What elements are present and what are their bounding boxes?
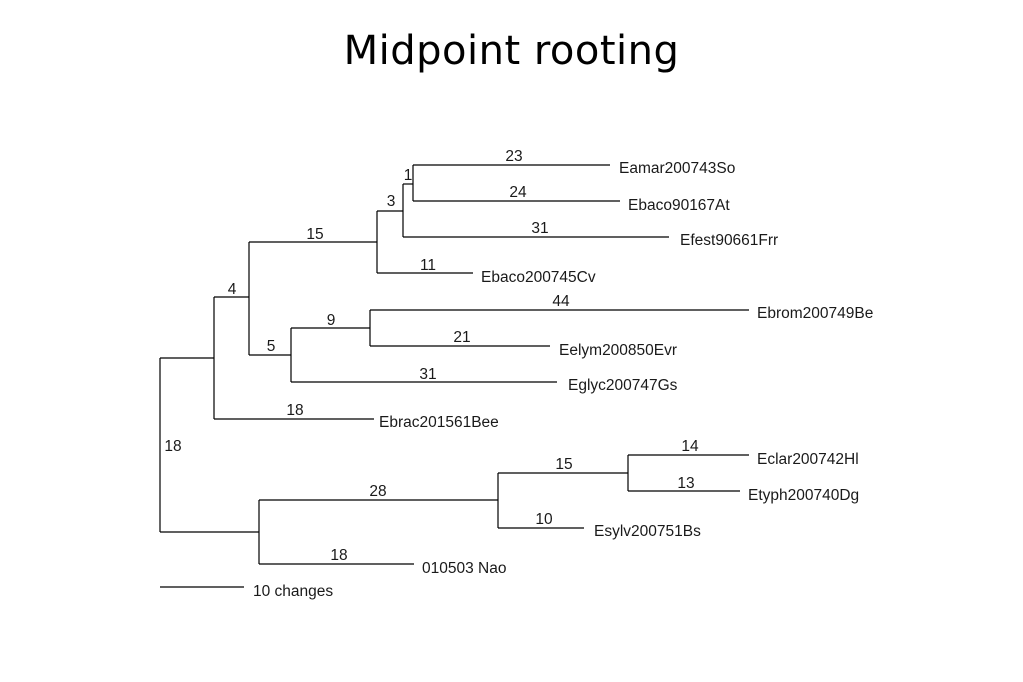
scale-bar-label: 10 changes — [253, 583, 333, 600]
branch-length-label: 15 — [555, 456, 572, 473]
taxon-label: Eglyc200747Gs — [568, 377, 678, 394]
branch-length-label: 13 — [677, 475, 694, 492]
branch-length-label: 31 — [531, 220, 548, 237]
slide-title: Midpoint rooting — [343, 28, 680, 74]
branch-length-label: 9 — [327, 312, 336, 329]
branch-length-label: 14 — [681, 438, 699, 455]
taxon-label: Eamar200743So — [619, 160, 735, 177]
branch-length-label: 24 — [509, 184, 527, 201]
taxon-label: Ebaco90167At — [628, 197, 730, 214]
branch-length-label: 15 — [306, 226, 323, 243]
branch-length-label: 5 — [267, 338, 276, 355]
taxon-label: Esylv200751Bs — [594, 523, 701, 540]
taxon-label: Ebrom200749Be — [757, 305, 873, 322]
branch-length-label: 23 — [505, 148, 522, 165]
branch-length-label: 10 — [535, 511, 553, 528]
taxon-label: Efest90661Frr — [680, 232, 778, 249]
taxon-label: Ebaco200745Cv — [481, 269, 596, 286]
branch-length-label: 11 — [420, 257, 436, 274]
branch-length-label: 21 — [453, 329, 470, 346]
branch-length-label: 18 — [330, 547, 347, 564]
taxon-label: Eclar200742Hl — [757, 451, 859, 468]
branch-length-label: 28 — [369, 483, 386, 500]
taxon-label: Ebrac201561Bee — [379, 414, 499, 431]
branch-length-label: 3 — [387, 193, 396, 210]
branch-length-label: 44 — [552, 293, 570, 310]
branch-length-label: 1 — [404, 167, 413, 184]
branch-length-label: 31 — [419, 366, 436, 383]
taxon-label: 010503 Nao — [422, 560, 506, 577]
taxon-label: Etyph200740Dg — [748, 487, 859, 504]
taxon-label: Eelym200850Evr — [559, 342, 677, 359]
branch-length-label: 4 — [228, 281, 237, 298]
branch-length-label: 18 — [164, 438, 181, 455]
branch-length-label: 18 — [286, 402, 303, 419]
